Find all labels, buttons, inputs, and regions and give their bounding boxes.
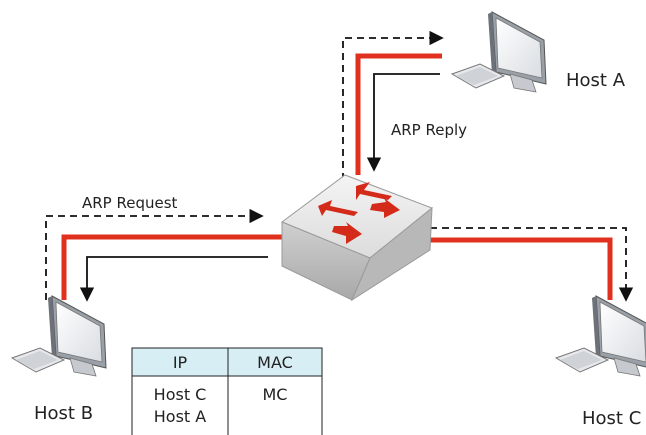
host-a-computer-icon [450, 11, 547, 93]
arp-table: IP MAC Host C Host A MC [131, 347, 323, 435]
arp-reply-paths [79, 73, 440, 302]
arp-table-ip-cell: Host A [154, 407, 207, 426]
network-switch [280, 174, 433, 302]
arp-reply-label: ARP Reply [391, 121, 467, 139]
arp-table-header-ip: IP [173, 353, 188, 372]
host-b-computer-icon [10, 295, 107, 377]
arp-table-ip-cell: Host C [154, 385, 207, 404]
arp-table-body-bg [131, 375, 323, 435]
arp-request-to-host-c [430, 227, 634, 302]
arp-reply-from-host-a [366, 73, 440, 172]
arp-request-to-host-a [342, 30, 444, 180]
host-c-computer-icon [554, 295, 646, 377]
switch-side-face [350, 206, 433, 302]
host-c-label: Host C [582, 408, 641, 429]
arp-request-label: ARP Request [82, 194, 178, 212]
link-lines [61, 53, 613, 300]
arp-table-header-mac: MAC [257, 353, 293, 372]
link-switch-host-a [355, 53, 442, 175]
arp-request-to-switch [45, 208, 264, 300]
arp-table-mac-cell: MC [263, 385, 288, 404]
arp-reply-to-host-b [79, 256, 268, 302]
link-switch-host-c [430, 237, 613, 300]
arp-request-paths [45, 30, 634, 302]
switch-arrows-icon [318, 182, 400, 244]
host-a-label: Host A [566, 70, 626, 91]
arp-table-header-bg [131, 347, 323, 377]
link-switch-host-b [61, 234, 282, 300]
host-b-label: Host B [34, 403, 93, 424]
